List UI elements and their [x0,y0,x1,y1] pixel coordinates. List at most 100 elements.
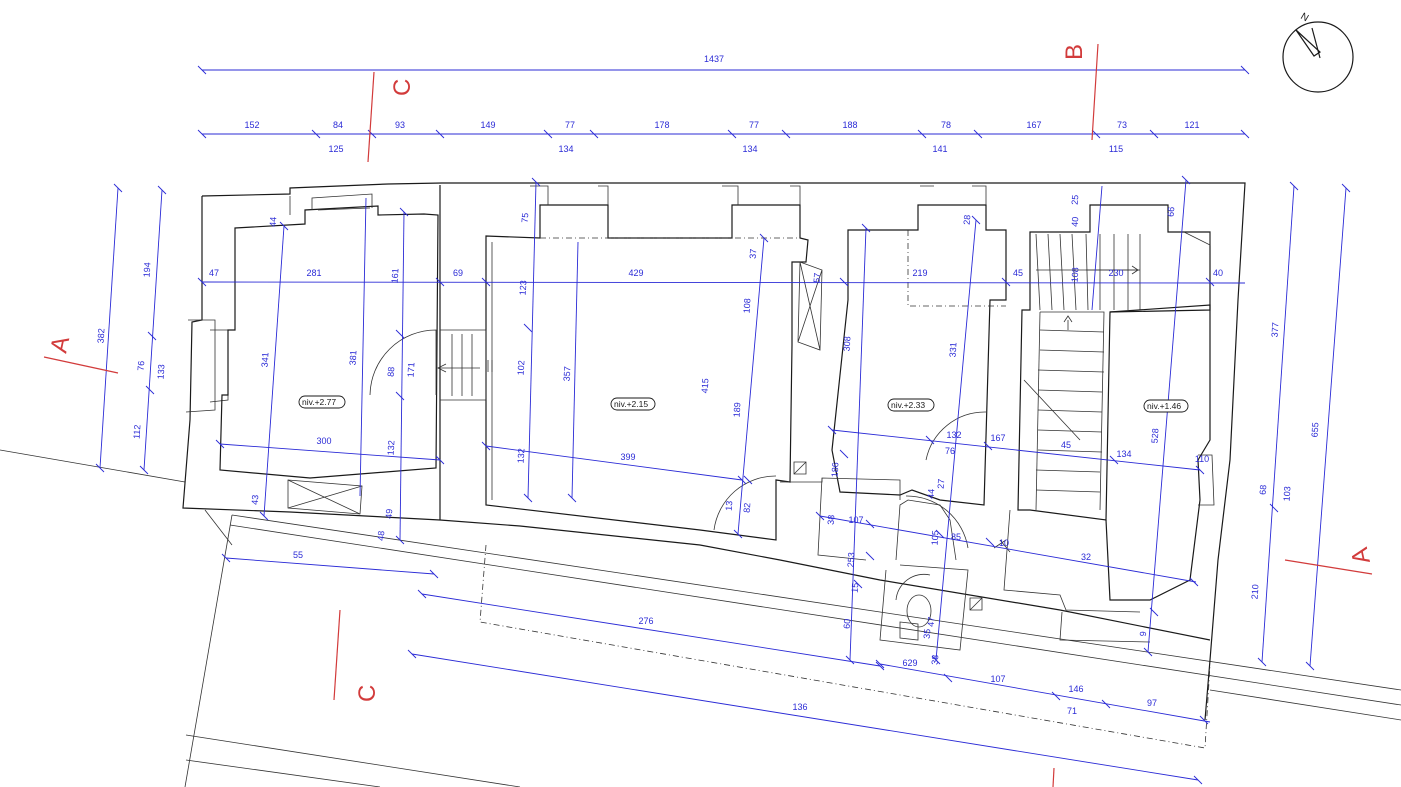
dimension-label: 152 [244,120,259,130]
dimension-label: 77 [565,120,575,130]
dimension-label: 308 [841,336,852,352]
dimension-label: 415 [699,378,710,394]
dimension-label: 132 [515,448,526,464]
dimension-label: 655 [1309,422,1320,438]
dimension-label: 49 [384,508,395,519]
dimension-label: 73 [1117,120,1127,130]
dimension-label: 178 [654,120,669,130]
dimension-label: 341 [259,352,270,368]
dimension-label: 357 [561,366,572,382]
dimension-label: 141 [932,144,947,154]
dimension-label: 15 [850,582,861,593]
dimension-label: 48 [376,530,387,541]
dimension-label: 9 [1138,631,1148,637]
level-label-room1: niv.+2.77 [302,397,336,407]
dimension-label: 1437 [704,54,724,64]
dimension-label: 133 [155,364,166,380]
level-tag-room3 [887,398,935,412]
dimension-label: 125 [328,144,343,154]
dimension-label: 132 [385,440,396,456]
dimension-label: 107 [848,515,863,525]
dimension-label: 429 [628,268,643,278]
dimension-label: 105 [929,530,940,546]
dimension-label: 112 [132,424,143,439]
dimension-label: 38 [930,654,941,665]
dimension-label: 66 [1166,206,1177,217]
dimension-label: 76 [136,360,147,371]
dimension-label: 45 [1061,440,1071,450]
dimension-label: 60 [842,618,853,629]
dimension-label: 276 [638,616,653,626]
dimension-label: 97 [1147,698,1157,708]
dimension-label: 108 [741,298,752,314]
dimension-label: 38 [826,514,837,525]
dimension-label: 149 [480,120,495,130]
dimension-label: 40 [1070,216,1081,227]
dimension-label: 84 [333,120,343,130]
dimension-label: 161 [389,268,400,284]
dimension-label: 69 [453,268,463,278]
dimension-label: 57 [812,272,823,283]
dimension-label: 45 [1013,268,1023,278]
dimension-label: 27 [936,478,947,489]
dimension-label: 281 [306,268,321,278]
section-label-a-right: A [1346,545,1376,566]
dimension-label: 134 [1116,449,1131,459]
dimension-label: 121 [1184,120,1199,130]
section-label-c-bottom: C [354,685,381,702]
dimension-label: 110 [1195,454,1209,464]
dimension-label: 194 [141,262,152,278]
dimension-label: 107 [990,674,1005,684]
dimension-label: 75 [520,212,531,223]
north-compass: N [1282,11,1354,93]
dimension-label: 82 [742,502,753,513]
dimension-label: 93 [395,120,405,130]
dimension-label: 134 [742,144,757,154]
level-tags: niv.+2.77 niv.+2.15 niv.+2.33 niv.+1.46 [298,395,1189,413]
dimension-label: 43 [250,494,261,505]
level-tag-room1 [298,395,346,409]
level-label-room4: niv.+1.46 [1147,401,1181,411]
dimension-label: 108 [1069,267,1080,283]
dimension-label: 219 [912,268,927,278]
dimension-label: 331 [947,342,958,358]
section-markers [43,43,1373,787]
level-tag-room4 [1143,399,1189,413]
dimension-label: 10 [999,538,1009,548]
building-walls [182,182,1246,749]
section-label-a-left: A [45,334,75,355]
level-label-room2: niv.+2.15 [614,399,648,409]
dimension-label: 47 [926,616,937,627]
dimension-label: 25 [1070,194,1081,205]
dimension-label: 13 [724,500,735,511]
dimension-label: 210 [1249,584,1260,600]
dimension-label: 68 [1258,484,1269,495]
level-tag-room2 [610,397,656,411]
dimension-label: 189 [731,402,742,418]
dimension-label: 528 [1149,428,1160,444]
dimension-label: 629 [902,658,917,668]
dimension-label: 77 [749,120,759,130]
dimension-label: 230 [1108,268,1123,278]
dimension-label: 146 [1068,684,1083,694]
dimension-label: 55 [293,550,303,560]
dimension-lines [95,65,1351,785]
dimension-label: 188 [842,120,857,130]
dimension-label: 136 [792,702,807,712]
section-label-c-top: C [389,79,416,96]
compass-north-label: N [1299,11,1311,24]
dimension-label: 167 [990,433,1005,443]
dimension-label: 76 [945,446,955,456]
dimension-label: 123 [517,280,528,296]
dimension-label: 37 [748,248,759,259]
dimension-label: 28 [962,214,973,225]
dimension-label: 300 [316,436,331,446]
dimension-label: 78 [941,120,951,130]
dimension-label: 88 [386,366,397,377]
dimension-label: 44 [926,488,937,499]
dimension-label: 102 [515,360,526,376]
dimension-label: 44 [268,216,279,227]
section-label-b-top: B [1061,44,1088,60]
